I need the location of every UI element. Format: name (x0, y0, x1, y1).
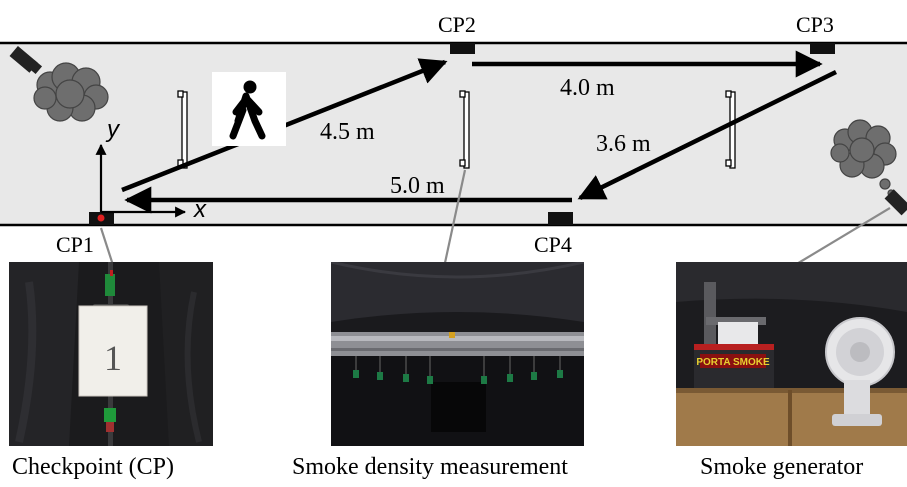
smoke-cloud-icon (33, 62, 109, 122)
route-arrow-cp3-cp4 (577, 69, 837, 201)
caption-smoke-generator: Smoke generator (700, 454, 864, 480)
cp1-label: CP1 (56, 232, 94, 257)
walking-person-icon (212, 72, 286, 146)
sensor-pole (459, 90, 470, 169)
caption-checkpoint: Checkpoint (CP) (12, 454, 174, 480)
corridor-floor (0, 43, 907, 225)
checkpoint-marker-cp3 (810, 43, 835, 54)
x-axis-label: x (194, 196, 206, 223)
checkpoint-marker-cp2 (450, 43, 475, 54)
caption-smoke-density: Smoke density measurement (292, 454, 568, 480)
sensor-pole (725, 90, 736, 169)
sensor-pole (177, 90, 188, 169)
smoke-generator-photo: PORTA SMOKE (676, 262, 907, 446)
svg-text:PORTA SMOKE: PORTA SMOKE (696, 357, 770, 368)
cp2-label: CP2 (438, 12, 476, 37)
smoke-density-photo (331, 262, 584, 446)
distance-label-cp2-cp3: 4.0 m (560, 75, 615, 101)
smoke-generator-icon (9, 46, 43, 75)
checkpoint-photo: 1 (9, 262, 213, 446)
y-axis-label: y (107, 116, 119, 143)
cp3-label: CP3 (796, 12, 834, 37)
distance-label-cp4-cp1: 5.0 m (390, 173, 445, 199)
cp4-label: CP4 (534, 232, 572, 257)
checkpoint-card-number: 1 (104, 338, 122, 378)
checkpoint-marker-cp4 (548, 212, 573, 225)
smoke-generator-icon (884, 189, 907, 216)
distance-label-cp1-cp2: 4.5 m (320, 119, 375, 145)
leader-line (794, 207, 891, 266)
distance-label-cp3-cp4: 3.6 m (596, 131, 651, 157)
red-marker-icon (97, 214, 105, 222)
